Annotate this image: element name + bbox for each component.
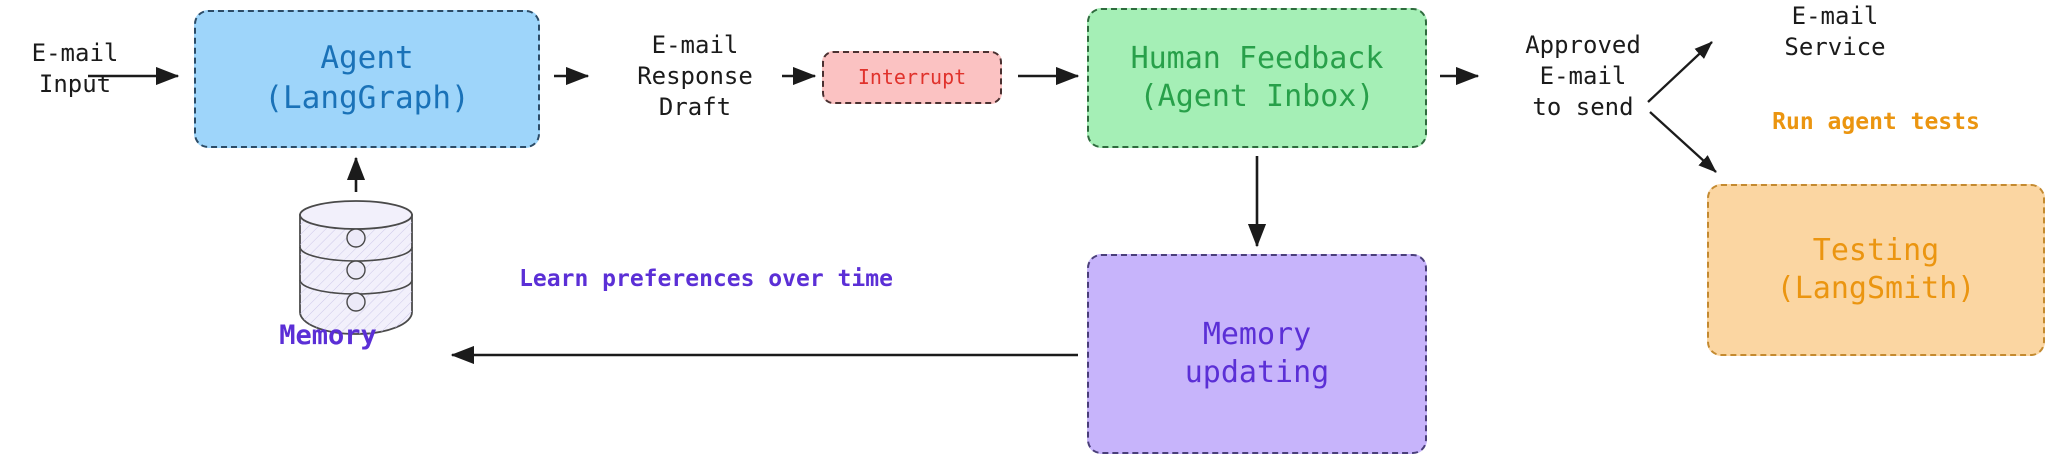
label-learn-preferences: Learn preferences over time (519, 266, 893, 292)
node-interrupt[interactable]: Interrupt (822, 51, 1002, 104)
node-testing[interactable]: Testing (LangSmith) (1707, 184, 2045, 356)
label-email-response-draft: E-mail Response Draft (637, 31, 753, 122)
node-memory-updating[interactable]: Memory updating (1087, 254, 1427, 454)
node-agent[interactable]: Agent (LangGraph) (194, 10, 540, 148)
label-memory-store: Memory (279, 320, 377, 351)
node-human-feedback[interactable]: Human Feedback (Agent Inbox) (1087, 8, 1427, 148)
label-run-agent-tests: Run agent tests (1772, 109, 1980, 135)
database-cylinder-icon (299, 200, 413, 335)
label-email-input: E-mail Input (31, 39, 119, 99)
label-approved-email-to-send: Approved E-mail to send (1525, 31, 1641, 122)
label-email-service: E-mail Service (1784, 2, 1886, 62)
